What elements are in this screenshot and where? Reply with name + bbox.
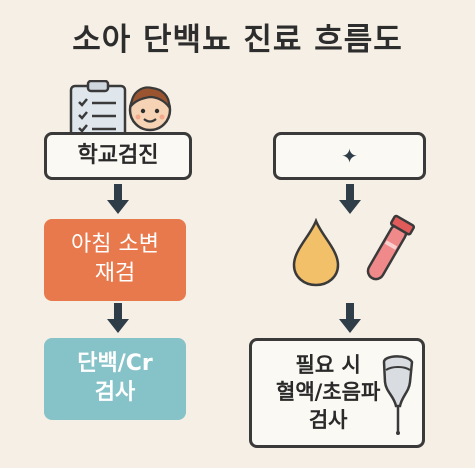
blood-tube-icon — [366, 214, 416, 281]
child-face-icon — [128, 86, 172, 132]
ultrasound-probe-icon — [382, 355, 414, 435]
school-checkup-box: 학교검진 — [44, 132, 192, 180]
arrow-down-3 — [339, 184, 361, 214]
page-title: 소아 단백뇨 진료 흐름도 — [72, 22, 403, 58]
urine-drop-icon — [292, 218, 340, 287]
morning-urine-retest-label: 아침 소변 재검 — [71, 232, 159, 286]
blood-ultrasound-test-label: 필요 시 혈액/초음파 검사 — [276, 353, 381, 432]
protein-creatinine-test-box: 단백/Cr 검사 — [44, 338, 186, 420]
sparkle-icon: ✦ — [341, 144, 358, 168]
arrow-down-1 — [107, 184, 129, 214]
symbol-box: ✦ — [273, 132, 426, 180]
protein-creatinine-test-label: 단백/Cr 검사 — [77, 351, 153, 405]
arrow-down-2 — [107, 303, 129, 333]
school-checkup-label: 학교검진 — [77, 142, 159, 168]
morning-urine-retest-box: 아침 소변 재검 — [44, 219, 186, 301]
clipboard-checklist-icon — [69, 80, 127, 138]
arrow-down-4 — [339, 303, 361, 333]
